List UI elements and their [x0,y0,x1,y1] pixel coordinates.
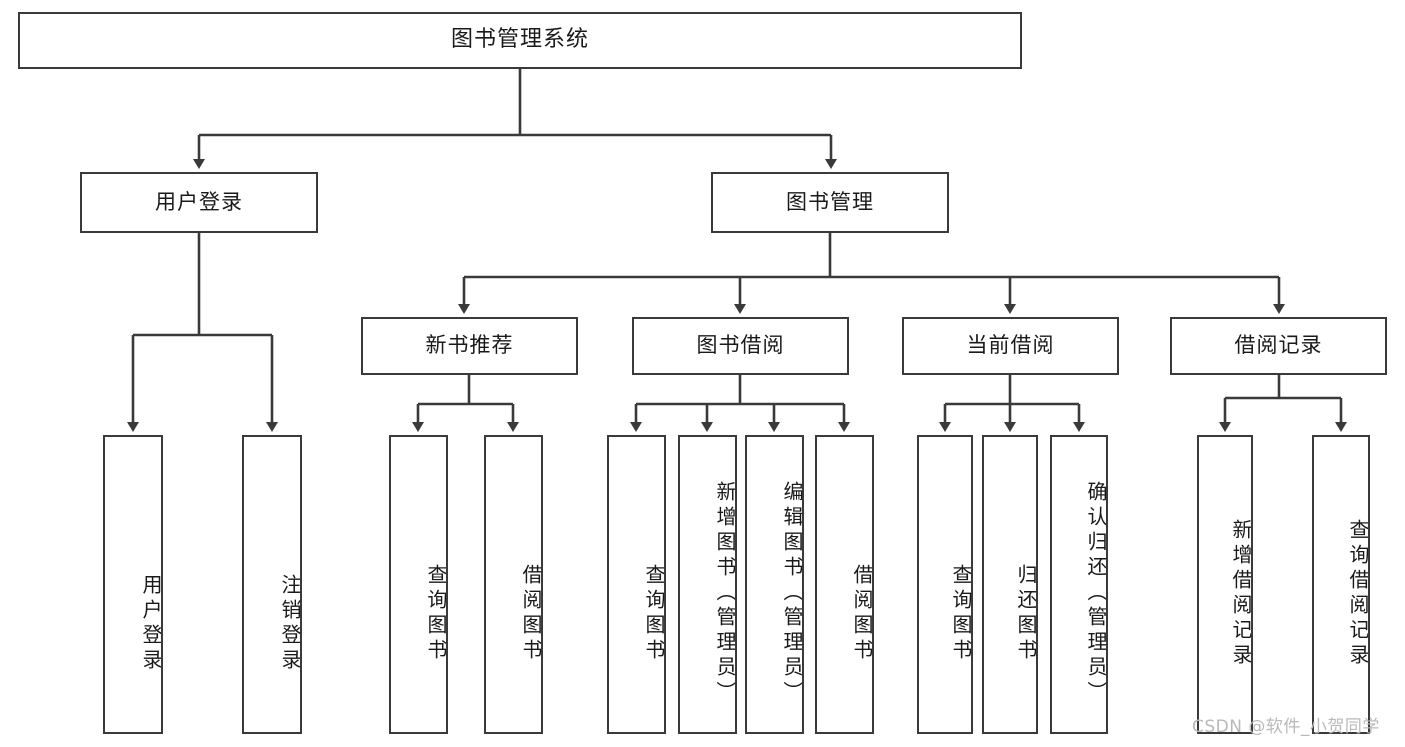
node-user-login[interactable]: 用户登录 [80,172,318,233]
leaf-return-book[interactable]: 归还图书 [982,435,1038,734]
node-new-book-recommend[interactable]: 新书推荐 [361,317,578,375]
node-current-borrow[interactable]: 当前借阅 [902,317,1119,375]
leaf-user-login[interactable]: 用户登录 [103,435,163,734]
leaf-user-logout[interactable]: 注销登录 [242,435,302,734]
watermark-text: CSDN @软件_小贺同学 [1192,717,1380,737]
leaf-add-book-admin[interactable]: 新增图书（管理员） [678,435,737,734]
leaf-add-borrow-record[interactable]: 新增借阅记录 [1197,435,1253,734]
leaf-query-book-borrow[interactable]: 查询图书 [607,435,666,734]
leaf-confirm-return-admin[interactable]: 确认归还（管理员） [1050,435,1108,734]
leaf-query-book-current[interactable]: 查询图书 [917,435,973,734]
node-book-borrow[interactable]: 图书借阅 [632,317,849,375]
leaf-query-borrow-record[interactable]: 查询借阅记录 [1312,435,1370,734]
leaf-borrow-book[interactable]: 借阅图书 [815,435,874,734]
leaf-edit-book-admin[interactable]: 编辑图书（管理员） [745,435,804,734]
node-borrow-record[interactable]: 借阅记录 [1170,317,1387,375]
leaf-borrow-book-recommend[interactable]: 借阅图书 [484,435,543,734]
node-book-manage[interactable]: 图书管理 [711,172,949,233]
node-root[interactable]: 图书管理系统 [18,12,1022,69]
leaf-query-book-recommend[interactable]: 查询图书 [389,435,448,734]
